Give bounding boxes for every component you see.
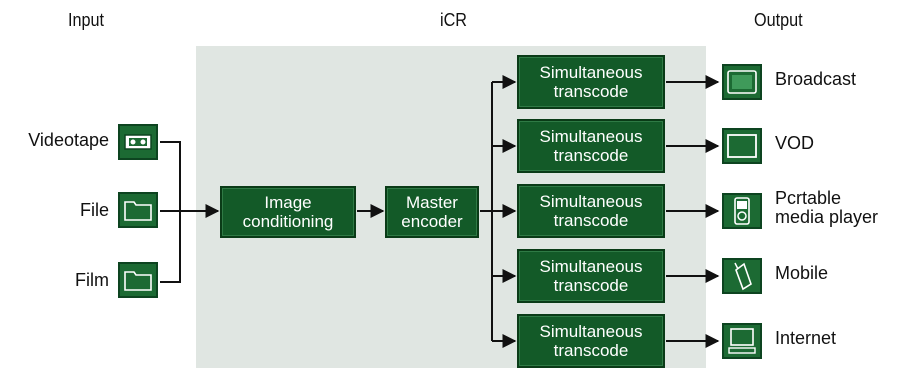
output-label-line1: Mobile [775, 263, 829, 283]
image-conditioning-line2: conditioning [242, 212, 334, 231]
output-heading: Output [754, 10, 803, 30]
mobile-phone-icon [722, 258, 762, 294]
transcode-line2: transcode [553, 276, 629, 295]
transcode-line1: Simultaneous [539, 257, 643, 276]
transcode-line1: Simultaneous [539, 127, 643, 146]
transcode-box-4: Simultaneous transcode [517, 249, 665, 303]
computer-icon [722, 323, 762, 359]
output-label-line1: Internet [775, 328, 837, 348]
output-label-portable-media-player: Pcrtable media player [775, 189, 878, 227]
videotape-icon [118, 124, 158, 160]
transcode-box-5: Simultaneous transcode [517, 314, 665, 368]
output-label-internet: Internet [775, 329, 836, 348]
master-encoder-line2: encoder [401, 212, 463, 231]
transcode-line1: Simultaneous [539, 63, 643, 82]
transcode-line1: Simultaneous [539, 322, 643, 341]
transcode-box-3: Simultaneous transcode [517, 184, 665, 238]
output-label-line1: Broadcast [775, 69, 857, 89]
input-heading: Input [68, 10, 105, 30]
input-label-film: Film [75, 270, 109, 290]
output-label-vod: VOD [775, 134, 814, 153]
media-player-icon [722, 193, 762, 229]
output-label-line1: VOD [775, 133, 815, 153]
output-label-mobile: Mobile [775, 264, 828, 283]
transcode-box-2: Simultaneous transcode [517, 119, 665, 173]
transcode-line2: transcode [553, 341, 629, 360]
output-label-broadcast: Broadcast [775, 70, 856, 89]
folder-icon [118, 262, 158, 298]
input-label-file: File [79, 200, 109, 220]
image-conditioning-line1: Image [264, 193, 312, 212]
output-label-line1: Pcrtable [775, 188, 842, 208]
transcode-line2: transcode [553, 211, 629, 230]
folder-icon [118, 192, 158, 228]
monitor-icon [722, 128, 762, 164]
output-label-line2: media player [775, 207, 879, 227]
transcode-line2: transcode [553, 146, 629, 165]
master-encoder-box: Master encoder [385, 186, 479, 238]
image-conditioning-box: Image conditioning [220, 186, 356, 238]
transcode-line1: Simultaneous [539, 192, 643, 211]
broadcast-tv-icon [722, 64, 762, 100]
transcode-box-1: Simultaneous transcode [517, 55, 665, 109]
master-encoder-line1: Master [406, 193, 458, 212]
transcode-line2: transcode [553, 82, 629, 101]
input-label-videotape: Videotape [28, 130, 109, 150]
icr-heading: iCR [440, 10, 467, 30]
